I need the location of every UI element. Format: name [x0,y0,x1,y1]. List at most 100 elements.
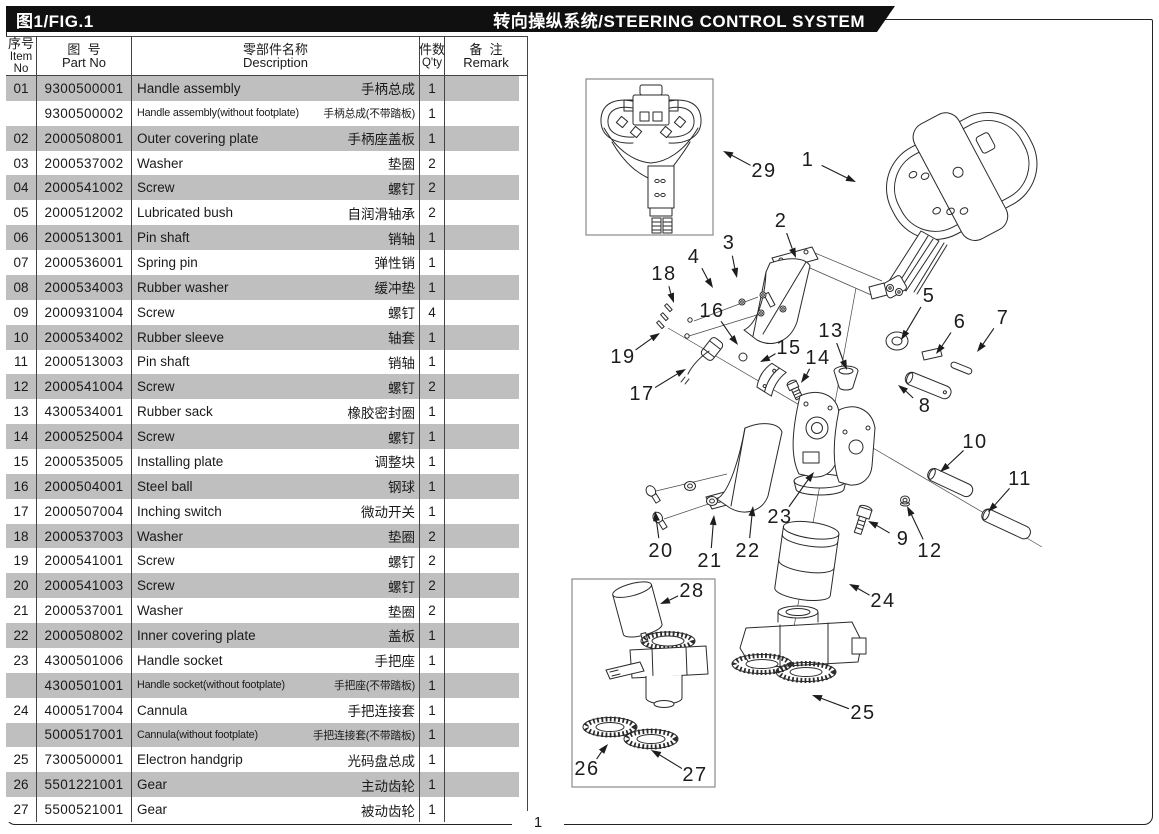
description-en: Lubricated bush [137,205,234,221]
callout-arrowhead [907,506,915,517]
description-en: Washer [137,155,184,171]
description-cn: 弹性销 [374,256,416,272]
cell-part-no: 2000536001 [37,250,132,275]
description-cn: 垫圈 [388,157,415,173]
callout-label: 7 [997,307,1010,329]
cell-remark [445,573,527,598]
callout-arrowhead [845,174,856,182]
callout-leader-line [876,525,890,534]
callout-label: 28 [679,580,704,602]
handle-assembly-part [868,112,1038,300]
cell-qty: 2 [420,150,445,176]
description-cn: 被动齿轮 [361,803,415,819]
col-item-cn: 序号 [7,35,34,51]
callout-leader-line [857,587,870,596]
cell-qty: 1 [420,274,445,300]
callout-label: 4 [688,246,701,268]
description-en: Outer covering plate [137,130,259,146]
cell-item-no: 18 [6,523,37,549]
callout-arrowhead [598,744,608,754]
callout-arrowhead [940,462,950,472]
cell-item-no: 19 [6,548,37,574]
callout-leader-line [596,751,603,760]
callout-label: 21 [697,550,722,572]
cell-item-no [6,722,37,748]
cell-qty: 1 [420,76,445,101]
cell-remark [445,474,527,499]
description-en: Screw [137,578,175,594]
cell-part-no: 2000537003 [37,523,132,549]
callout-label: 17 [629,383,654,405]
cell-part-no: 2000931004 [37,299,132,325]
callout-label: 24 [870,590,895,612]
cell-part-no: 2000534003 [37,274,132,300]
gear-27-part [623,728,679,750]
description-cn: 螺钉 [388,430,415,446]
callout-leader-line [768,353,776,359]
description-cn: 手把连接套 [347,704,416,720]
cell-remark [445,225,527,250]
callout-arrowhead [667,292,674,303]
pin-8-part [904,371,952,400]
cell-qty: 2 [420,573,445,599]
cell-item-no: 12 [6,374,37,400]
cell-qty: 2 [420,523,445,549]
callout-label: 18 [651,263,676,285]
callout-label: 16 [699,300,724,322]
callout-leader-line [731,255,736,269]
callout-leader-line [749,515,753,539]
description-cn: 自润滑轴承 [347,206,416,222]
callout-arrowhead [868,521,879,529]
cell-part-no: 2000541001 [37,548,132,574]
cell-item-no: 08 [6,274,37,300]
description-en: Handle assembly [137,80,241,96]
cannula-part [731,605,867,683]
callout-leader-line [821,697,850,710]
description-en: Handle socket(without footplate) [137,679,285,692]
callout-leader-line [821,164,848,179]
description-en: Pin shaft [137,230,190,246]
callout-leader-line [982,328,995,345]
cell-remark [445,772,527,797]
description-cn: 缓冲垫 [374,281,416,297]
description-en: Inner covering plate [137,627,256,643]
cell-qty: 2 [420,175,445,201]
description-en: Cannula(without footplate) [137,728,258,741]
installing-plate-part [756,362,787,397]
cell-qty: 2 [420,598,445,624]
callout-leader-line [836,342,844,361]
callout-label: 14 [805,347,830,369]
cell-part-no: 2000541004 [37,374,132,400]
cell-qty: 1 [420,623,445,648]
col-qty-cn: 件数 [419,41,446,57]
callout-label: 15 [776,337,801,359]
callout-arrowhead [789,247,796,258]
callout-arrowhead [704,277,713,288]
description-en: Washer [137,528,184,544]
callout-arrowhead [801,372,810,383]
description-en: Rubber sack [137,404,213,420]
col-header-qty: 件数 Q'ty [419,37,446,75]
description-en: Pin shaft [137,354,190,370]
cell-item-no: 15 [6,449,37,474]
cell-part-no: 2000512002 [37,200,132,226]
description-en: Gear [137,777,168,793]
